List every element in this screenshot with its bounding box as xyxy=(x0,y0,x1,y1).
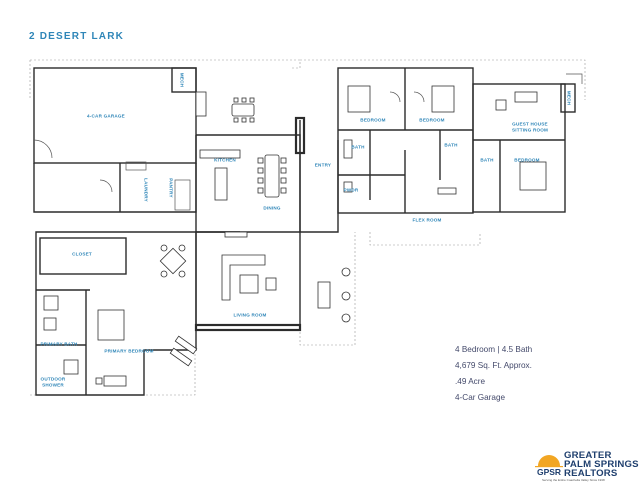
bedroom2-bed xyxy=(431,85,455,113)
living-room-coffee-table xyxy=(239,274,259,294)
guest-chair xyxy=(495,99,507,111)
game-table xyxy=(159,244,187,278)
tv-console xyxy=(224,231,248,238)
kitchen-island xyxy=(214,167,228,201)
mech-right-walls xyxy=(560,83,576,113)
pantry-shelves xyxy=(174,179,191,211)
bedroom-wing-partitions xyxy=(338,68,473,213)
label-bedroom-1: BEDROOM xyxy=(360,117,386,123)
primary-suite-walls xyxy=(35,231,197,396)
guest-bed xyxy=(519,161,547,191)
logo-wordmark: GREATER PALM SPRINGS REALTORS xyxy=(564,450,639,479)
spec-garage: 4-Car Garage xyxy=(455,393,506,402)
label-flex-room: FLEX ROOM xyxy=(412,217,442,223)
kitchen-counter xyxy=(199,149,241,159)
guest-house-walls xyxy=(472,83,566,213)
patio-outline-southwest xyxy=(30,350,196,396)
garage-door-swing xyxy=(33,139,53,159)
logo-line-3: REALTORS xyxy=(564,468,618,479)
label-bedroom-3: BEDROOM xyxy=(514,157,540,163)
logo-letters: GPSR xyxy=(537,467,561,477)
label-closet: CLOSET xyxy=(72,251,92,257)
patio-bench xyxy=(195,91,207,117)
property-specs: 4 Bedroom | 4.5 Bath 4,679 Sq. Ft. Appro… xyxy=(455,342,532,406)
bedroom1-bed xyxy=(347,85,371,113)
spec-lot-size: .49 Acre xyxy=(455,377,486,386)
label-bedroom-2: BEDROOM xyxy=(419,117,445,123)
pwdr-vanity xyxy=(343,181,353,193)
label-bath-2: BATH xyxy=(444,142,458,148)
label-outdoor-shower: OUTDOOR SHOWER xyxy=(40,376,66,388)
label-mech-left: MECH xyxy=(179,72,185,88)
patio-outline-north xyxy=(30,59,586,100)
closet-walls xyxy=(39,237,127,275)
page-title: 2 DESERT LARK xyxy=(29,31,125,42)
label-kitchen: KITCHEN xyxy=(214,157,236,163)
label-pwdr: PWDR xyxy=(343,187,359,193)
spec-bedrooms-baths: 4 Bedroom | 4.5 Bath xyxy=(455,345,533,354)
bath1-tub xyxy=(343,139,353,159)
logo-tagline: Serving the Entire Coachella Valley Sinc… xyxy=(542,478,605,482)
logo-line-1: GREATER xyxy=(564,450,612,461)
guest-sofa xyxy=(514,91,538,103)
entry-walls xyxy=(299,120,339,233)
bedroom-door-swings xyxy=(389,91,425,103)
spec-square-feet: 4,679 Sq. Ft. Approx. xyxy=(455,361,532,370)
outdoor-shower-pan xyxy=(63,359,79,375)
label-bath-1: BATH xyxy=(351,144,365,150)
garage-door-arc-2 xyxy=(99,179,113,193)
patio-lounge-set xyxy=(317,267,351,323)
living-room-chair xyxy=(265,277,277,291)
living-room-window-wall xyxy=(194,323,302,332)
entry-column xyxy=(294,116,306,155)
laundry-counter xyxy=(125,161,147,171)
dining-chairs xyxy=(257,157,287,194)
label-garage: 4-CAR GARAGE xyxy=(87,113,125,119)
primary-bed xyxy=(97,309,125,341)
label-dining: DINING xyxy=(263,205,281,211)
patio-dining-chairs xyxy=(233,97,255,123)
gpsr-logo: GPSR GREATER PALM SPRINGS REALTORS Servi… xyxy=(532,449,639,487)
label-entry: ENTRY xyxy=(314,162,332,168)
dining-table xyxy=(264,154,280,198)
guest-house-partitions xyxy=(473,139,565,212)
guest-entry-step xyxy=(566,73,583,84)
sun-logo-icon: GPSR xyxy=(535,455,563,477)
label-bath-3: BATH xyxy=(480,157,494,163)
label-primary-bedroom: PRIMARY BEDROOM xyxy=(104,348,154,354)
label-guest-house: GUEST HOUSE SITTING ROOM xyxy=(511,121,549,133)
living-room-sectional xyxy=(221,254,266,301)
kitchen-walls xyxy=(195,134,301,233)
logo-line-2: PALM SPRINGS xyxy=(564,459,639,470)
patio-dining-table xyxy=(231,103,255,117)
primary-bath-tub xyxy=(43,295,59,311)
primary-patio-loungers xyxy=(169,335,198,367)
primary-bedroom-seating xyxy=(95,375,127,387)
label-primary-bath: PRIMARY BATH xyxy=(40,341,78,347)
primary-bath-vanity xyxy=(43,317,57,331)
label-laundry: LAUNDRY xyxy=(143,178,149,202)
label-living-room: LIVING ROOM xyxy=(233,312,267,318)
label-mech-right: MECH xyxy=(566,90,572,106)
label-pantry: PANTRY xyxy=(168,178,174,198)
flex-desk xyxy=(437,187,457,195)
mech-left-walls xyxy=(171,67,197,93)
